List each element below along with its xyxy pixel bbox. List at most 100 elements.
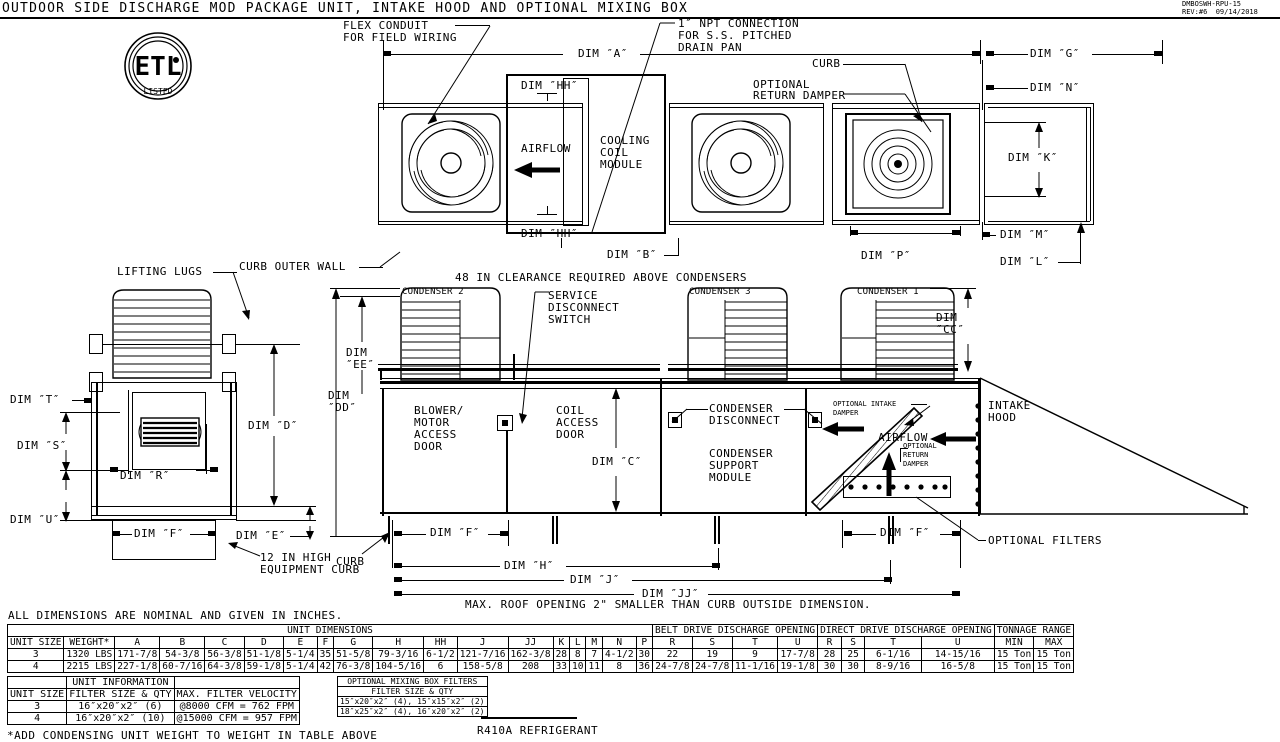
svg-text:ETL: ETL: [135, 52, 182, 82]
table-cell: 59-1/8: [243, 660, 285, 673]
unit-information-title: UNIT INFORMATION: [66, 676, 175, 689]
table-cell: 7: [585, 648, 603, 661]
callout-condenser-support-1: CONDENSER: [709, 447, 774, 460]
table-cell: 227-1/8: [114, 660, 161, 673]
return-damper-fan-icon: [852, 119, 944, 209]
table-cell: 15 Ton: [993, 660, 1035, 673]
condenser-platform-2: [668, 368, 958, 371]
table-cell: 1320 LBS: [63, 648, 116, 661]
table-cell: 51-5/8: [333, 648, 374, 661]
callout-condenser-disconnect-1: CONDENSER: [709, 402, 774, 415]
dim-CC-label-1: DIM: [936, 311, 958, 324]
dim-HH-label-top: DIM ″HH″: [521, 79, 578, 92]
etl-listed-label: LISTED: [144, 87, 173, 96]
table-cell: 22: [652, 648, 693, 661]
dimK-arrows: [1035, 122, 1043, 198]
curb-outer-wall-leader: [379, 251, 401, 268]
table-cell: 30: [817, 660, 842, 673]
callout-airflow-plan: AIRFLOW: [521, 142, 571, 155]
callout-return-damper-e2: RETURN: [903, 451, 929, 459]
dimD-arrows: [270, 344, 278, 506]
table-cell: 16″x20″x2″ (10): [66, 712, 175, 725]
column-header: C: [204, 636, 245, 649]
etl-listed-icon: ETL LISTED: [124, 32, 192, 100]
column-header: B: [159, 636, 206, 649]
doc-revision: REV:#6 09/14/2018: [1182, 8, 1258, 16]
mixing-box-title: OPTIONAL MIXING BOX FILTERS: [337, 676, 488, 687]
callout-coil-access-3: DOOR: [556, 428, 585, 441]
column-header: T: [731, 636, 779, 649]
airflow-arrow-plan: [514, 162, 560, 178]
dimA-ext-left: [383, 40, 384, 110]
table-cell: 11: [585, 660, 603, 673]
callout-optional-intake-damper-1: OPTIONAL INTAKE: [833, 400, 897, 408]
callout-blower-access-2: MOTOR: [414, 416, 450, 429]
callout-blower-access-4: DOOR: [414, 440, 443, 453]
dim-DD-label-2: ″DD″: [328, 401, 357, 414]
dimEE-arrow: [358, 296, 366, 394]
callout-cooling-coil-3: MODULE: [600, 158, 643, 171]
dim-DD-label-1: DIM: [328, 389, 350, 402]
callout-intake-hood-2: HOOD: [988, 411, 1017, 424]
dim-A-label: DIM ″A″: [578, 47, 628, 60]
table-cell: 158-5/8: [456, 660, 509, 673]
table-cell: 9: [731, 648, 779, 661]
plan-left-section: [378, 103, 583, 225]
note-nominal: ALL DIMENSIONS ARE NOMINAL AND GIVEN IN …: [8, 609, 343, 622]
dimG-ext-right: [1162, 40, 1163, 64]
table-cell: 18″x25″x2″ (4), 16″x20″x2″ (2): [337, 706, 488, 717]
condenser-fan-plan-2: [691, 113, 791, 213]
dim-L-label: DIM ″L″: [1000, 255, 1050, 268]
optional-filters-leader: [915, 496, 979, 541]
callout-equipment-curb-1: 12 IN HIGH: [260, 551, 332, 564]
table-cell: 104-5/16: [372, 660, 425, 673]
table-cell: 15 Ton: [993, 648, 1035, 661]
column-header: S: [691, 636, 733, 649]
optional-filters-bank: [843, 476, 951, 498]
callout-blower-access-3: ACCESS: [414, 428, 457, 441]
column-header: HH: [423, 636, 458, 649]
table-cell: 16-5/8: [920, 660, 995, 673]
table-cell: 3: [6, 648, 65, 661]
dim-C-label: DIM ″C″: [592, 455, 642, 468]
column-header: D: [243, 636, 285, 649]
table-cell: 15 Ton: [1033, 660, 1075, 673]
unit-dimensions-title: UNIT DIMENSIONS: [7, 624, 653, 637]
table-cell: 2215 LBS: [63, 660, 116, 673]
dim-D-label: DIM ″D″: [248, 419, 298, 432]
table-cell: 19-1/8: [777, 660, 819, 673]
callout-optional-return-damper-2: RETURN DAMPER: [753, 89, 846, 102]
column-header: F: [316, 636, 335, 649]
column-header: JJ: [507, 636, 554, 649]
end-view-curb: [112, 520, 216, 560]
table-cell: 15″x20″x2″ (4), 15″x15″x2″ (2): [337, 696, 488, 707]
intake-hood-shape: [979, 377, 1249, 515]
callout-condenser-support-3: MODULE: [709, 471, 752, 484]
end-view-cabinet: [91, 382, 237, 516]
table-cell: 19: [691, 648, 733, 661]
column-header: R: [817, 636, 842, 649]
table-cell: 33: [552, 660, 571, 673]
note-roof-opening: MAX. ROOF OPENING 2" SMALLER THAN CURB O…: [465, 598, 871, 611]
condenser-disconnect-leader-r: [803, 408, 823, 425]
hood-louver-dots: [975, 403, 981, 507]
table-cell: 6: [423, 660, 458, 673]
column-header: E: [283, 636, 318, 649]
doc-number: DMBOSWH-RPU-15: [1182, 0, 1242, 8]
spacer-cell: [6, 676, 68, 689]
dim-H-label: DIM ″H″: [504, 559, 554, 572]
dimS-arrows: [62, 412, 70, 472]
cooling-coil-module: [506, 74, 666, 234]
drawing-title: OUTDOOR SIDE DISCHARGE MOD PACKAGE UNIT,…: [2, 1, 689, 16]
table-cell: 3: [6, 700, 68, 713]
dim-T-label: DIM ″T″: [10, 393, 60, 406]
direct-group-header: DIRECT DRIVE DISCHARGE OPENING: [817, 624, 995, 637]
dim-J-label: DIM ″J″: [570, 573, 620, 586]
table-row: 15″x20″x2″ (4), 15″x15″x2″ (2): [337, 696, 488, 707]
callout-npt-2: FOR S.S. PITCHED: [678, 29, 792, 42]
column-header: L: [569, 636, 587, 649]
table-cell: 42: [316, 660, 335, 673]
table-cell: 4: [6, 712, 68, 725]
dimA-ext-right: [980, 40, 981, 64]
